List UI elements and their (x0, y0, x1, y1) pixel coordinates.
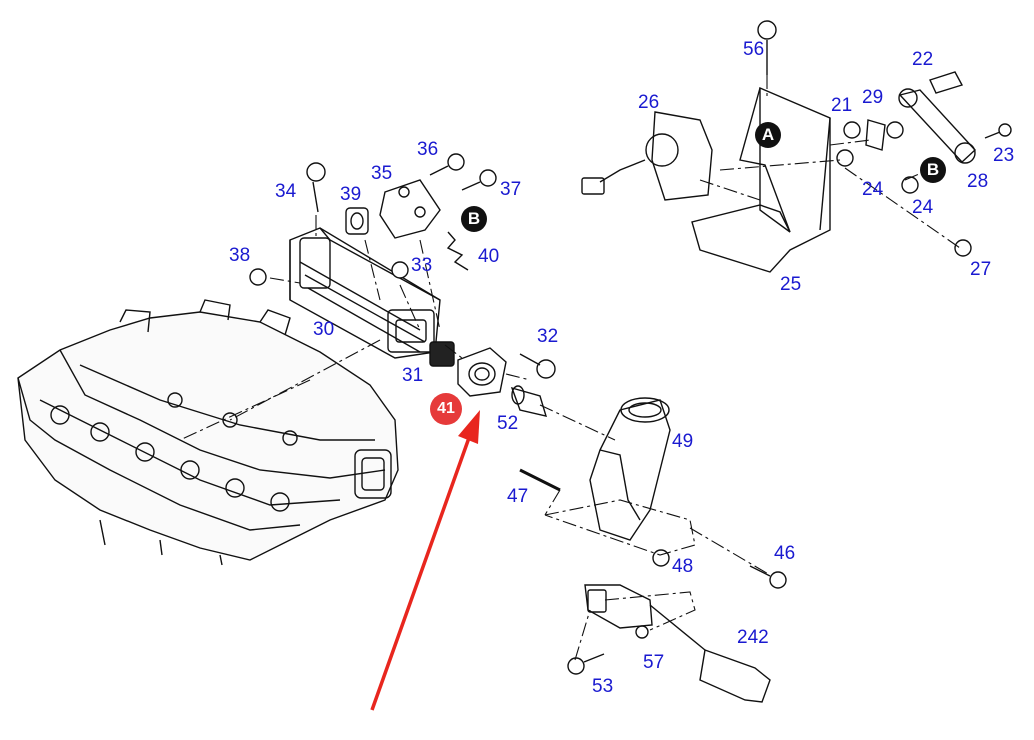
part-number: 25 (780, 274, 802, 295)
part-number: 24 (912, 197, 934, 218)
part-number: 33 (411, 255, 433, 276)
part-number: 26 (638, 92, 660, 113)
fasteners (249, 20, 1012, 675)
part-number: 57 (643, 652, 665, 673)
part-number: 242 (737, 627, 769, 648)
pointer-arrow (370, 410, 480, 711)
part-number: 24 (862, 179, 884, 200)
part-number: 52 (497, 413, 519, 434)
part-number: 34 (275, 181, 297, 202)
part-number: 30 (313, 319, 335, 340)
grease-tube-242 (649, 604, 771, 703)
part-number: 35 (371, 163, 393, 184)
gasket-39 (345, 207, 369, 235)
callout-b: B (920, 157, 946, 183)
plate-29 (865, 119, 886, 151)
stud-47 (519, 468, 561, 492)
lever-28 (898, 88, 976, 164)
part-number: 36 (417, 139, 439, 160)
part-number: 56 (743, 39, 765, 60)
intake-manifold (17, 299, 399, 566)
part-number: 49 (672, 431, 694, 452)
bracket-25 (691, 86, 831, 273)
part-number: 23 (993, 145, 1015, 166)
part-number: 46 (774, 543, 796, 564)
flange-35 (379, 179, 441, 239)
reference-lines (179, 75, 961, 661)
part-number: 37 (500, 179, 522, 200)
part-number: 27 (970, 259, 992, 280)
egr-valve-body (457, 347, 507, 397)
part-number: 38 (229, 245, 251, 266)
part-number: 47 (507, 486, 529, 507)
highlighted-part-badge[interactable]: 41 (430, 393, 462, 425)
egr-cooler (289, 227, 441, 359)
part-number: 40 (478, 246, 500, 267)
part-number: 22 (912, 49, 934, 70)
part-number: 29 (862, 87, 884, 108)
gasket-31 (429, 341, 455, 367)
part-number: 48 (672, 556, 694, 577)
spring-40 (446, 231, 469, 271)
intake-elbow (589, 397, 671, 541)
part-number: 31 (402, 365, 424, 386)
callout-b: B (461, 206, 487, 232)
part-number: 53 (592, 676, 614, 697)
part-number: 28 (967, 171, 989, 192)
sensor-57 (584, 584, 653, 639)
callout-a: A (755, 122, 781, 148)
sleeve-52 (510, 385, 548, 417)
part-number: 21 (831, 95, 853, 116)
actuator-26 (581, 111, 713, 201)
part-number: 32 (537, 326, 559, 347)
part-number: 39 (340, 184, 362, 205)
